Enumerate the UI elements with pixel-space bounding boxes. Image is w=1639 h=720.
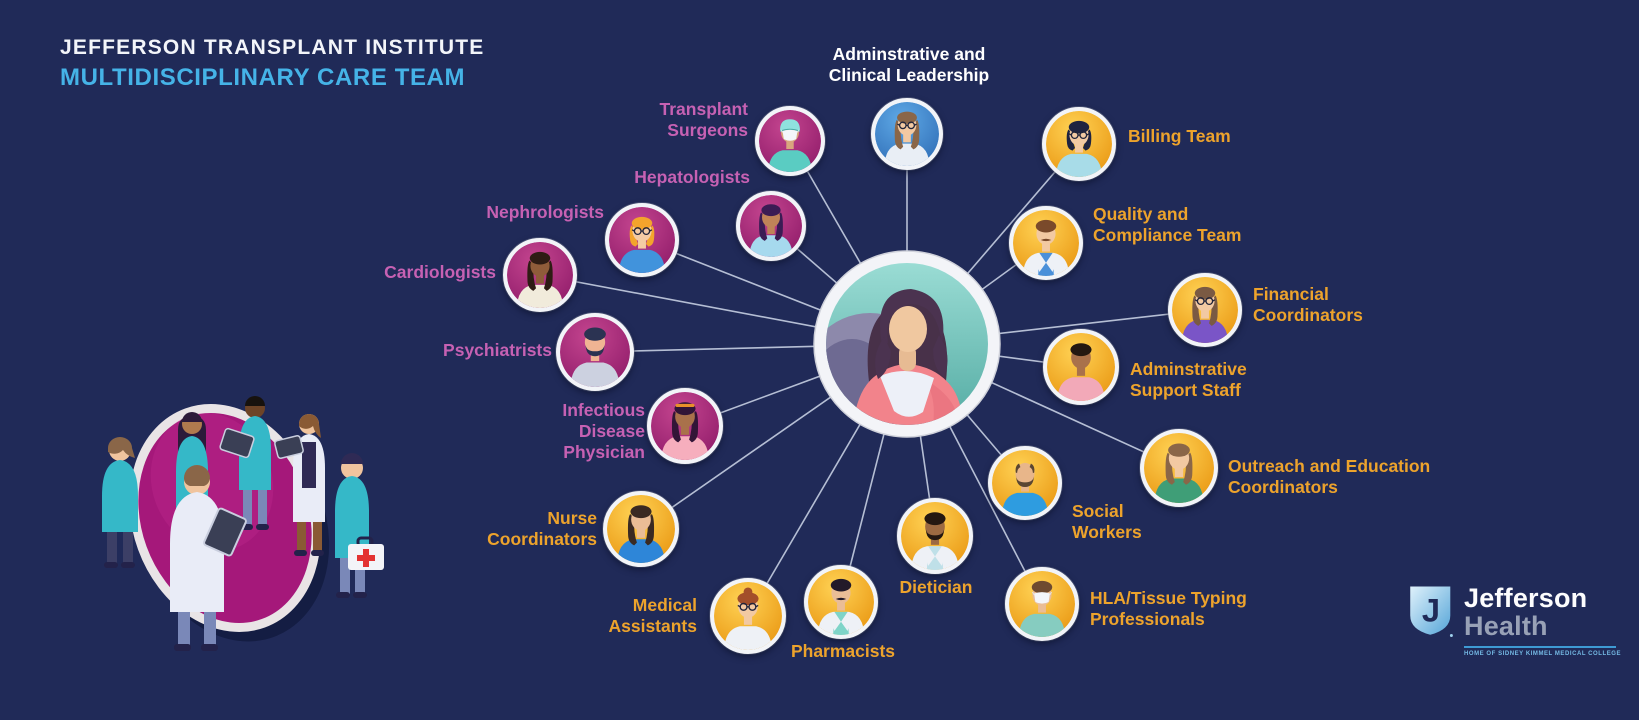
label-billing-team: Billing Team	[1128, 126, 1231, 146]
avatar-infectious-disease-physician	[647, 388, 723, 464]
page-title: JEFFERSON TRANSPLANT INSTITUTE MULTIDISC…	[60, 36, 485, 92]
svg-text:J: J	[1422, 591, 1440, 628]
avatar-billing-team	[1042, 107, 1116, 181]
person-woman-doctor	[274, 414, 325, 556]
avatar-transplant-surgeons	[755, 106, 825, 176]
avatar-admin-clinical-leadership	[871, 98, 943, 170]
label-psychiatrists: Psychiatrists	[443, 340, 552, 360]
logo-brand-jefferson: Jefferson	[1464, 583, 1588, 613]
avatar-pharmacists	[804, 565, 878, 639]
avatar-medical-assistants	[710, 578, 786, 654]
avatar-hepatologists	[736, 191, 806, 261]
label-hepatologists: Hepatologists	[634, 167, 750, 187]
avatar-nurse-coordinators	[603, 491, 679, 567]
avatar-dietician	[897, 498, 973, 574]
person-doctor-back-view	[170, 465, 247, 651]
label-nephrologists: Nephrologists	[486, 202, 604, 222]
logo-divider	[1464, 646, 1616, 648]
jefferson-logo: J Jefferson Health HOME OF SIDNEY KIMMEL…	[1408, 584, 1638, 657]
avatar-adminstrative-support-staff	[1043, 329, 1119, 405]
center-patient-circle	[812, 249, 1002, 444]
label-pharmacists: Pharmacists	[790, 641, 896, 661]
logo-brand-health: Health	[1464, 611, 1548, 641]
label-cardiologists: Cardiologists	[384, 262, 496, 282]
first-aid-kit-icon	[348, 536, 384, 570]
avatar-outreach-education-coordinators	[1140, 429, 1218, 507]
avatar-psychiatrists	[556, 313, 634, 391]
avatar-social-workers	[988, 446, 1062, 520]
avatar-nephrologists	[605, 203, 679, 277]
person-nurse-left	[102, 437, 138, 568]
avatar-financial-coordinators	[1168, 273, 1242, 347]
care-team-illustration	[102, 396, 384, 651]
title-line-institute: JEFFERSON TRANSPLANT INSTITUTE	[60, 36, 485, 59]
patient-illustration	[813, 250, 1001, 438]
person-man-first-aid	[335, 453, 384, 598]
jefferson-shield-icon: J	[1410, 586, 1453, 637]
person-man-scrubs	[219, 396, 271, 530]
label-dietician: Dietician	[899, 577, 973, 597]
title-line-care-team: MULTIDISCIPLINARY CARE TEAM	[60, 64, 466, 91]
avatar-cardiologists	[503, 238, 577, 312]
avatar-quality-compliance-team	[1009, 206, 1083, 280]
logo-tagline: HOME OF SIDNEY KIMMEL MEDICAL COLLEGE	[1464, 650, 1622, 657]
avatar-hla-tissue-typing-professionals	[1005, 567, 1079, 641]
